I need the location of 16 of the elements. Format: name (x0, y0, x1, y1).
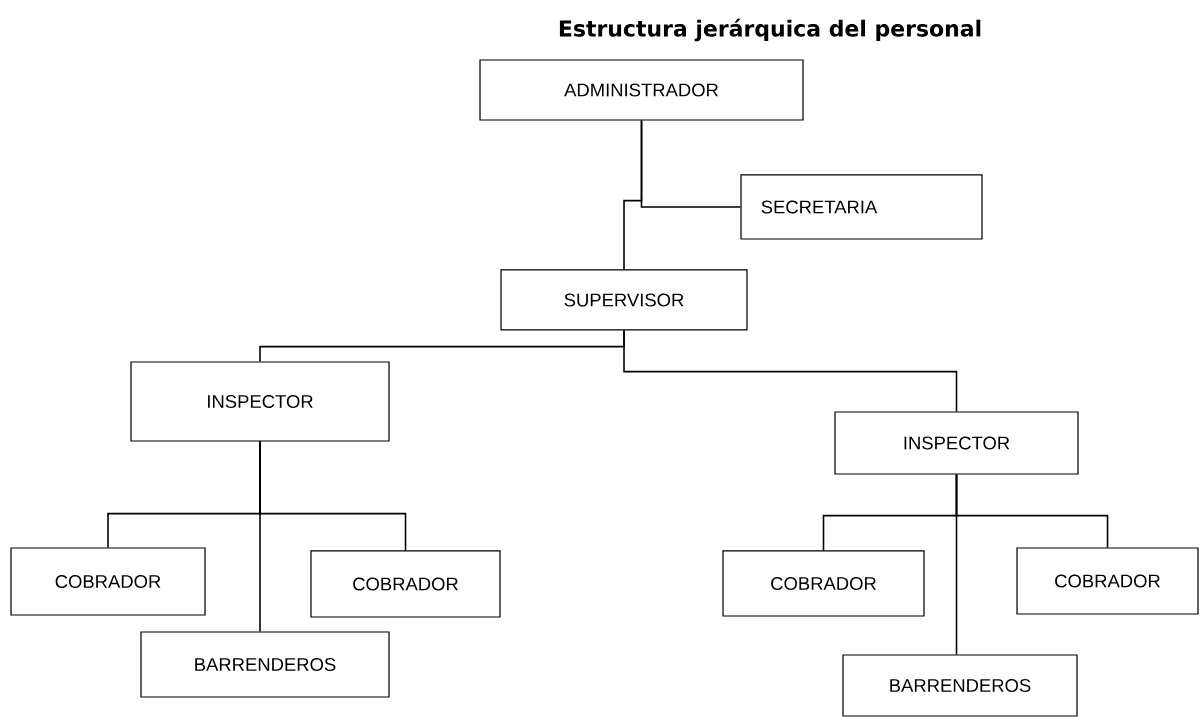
org-box: SUPERVISOR (500, 269, 748, 331)
org-box: BARRENDEROS (140, 631, 390, 698)
org-box: INSPECTOR (130, 361, 390, 442)
org-box: COBRADOR (10, 547, 206, 616)
org-box: COBRADOR (1016, 547, 1199, 615)
connector-line (623, 119, 643, 271)
org-box: COBRADOR (722, 550, 925, 617)
org-box: COBRADOR (310, 550, 501, 618)
connector-line (955, 473, 1109, 549)
org-box: SECRETARIA (740, 174, 983, 240)
connector-line (623, 329, 958, 413)
title: Estructura jerárquica del personal (559, 18, 981, 42)
connector-line (259, 440, 407, 552)
org-box: BARRENDEROS (842, 654, 1078, 717)
org-box: INSPECTOR (834, 411, 1079, 475)
org-box: ADMINISTRADOR (479, 59, 804, 121)
